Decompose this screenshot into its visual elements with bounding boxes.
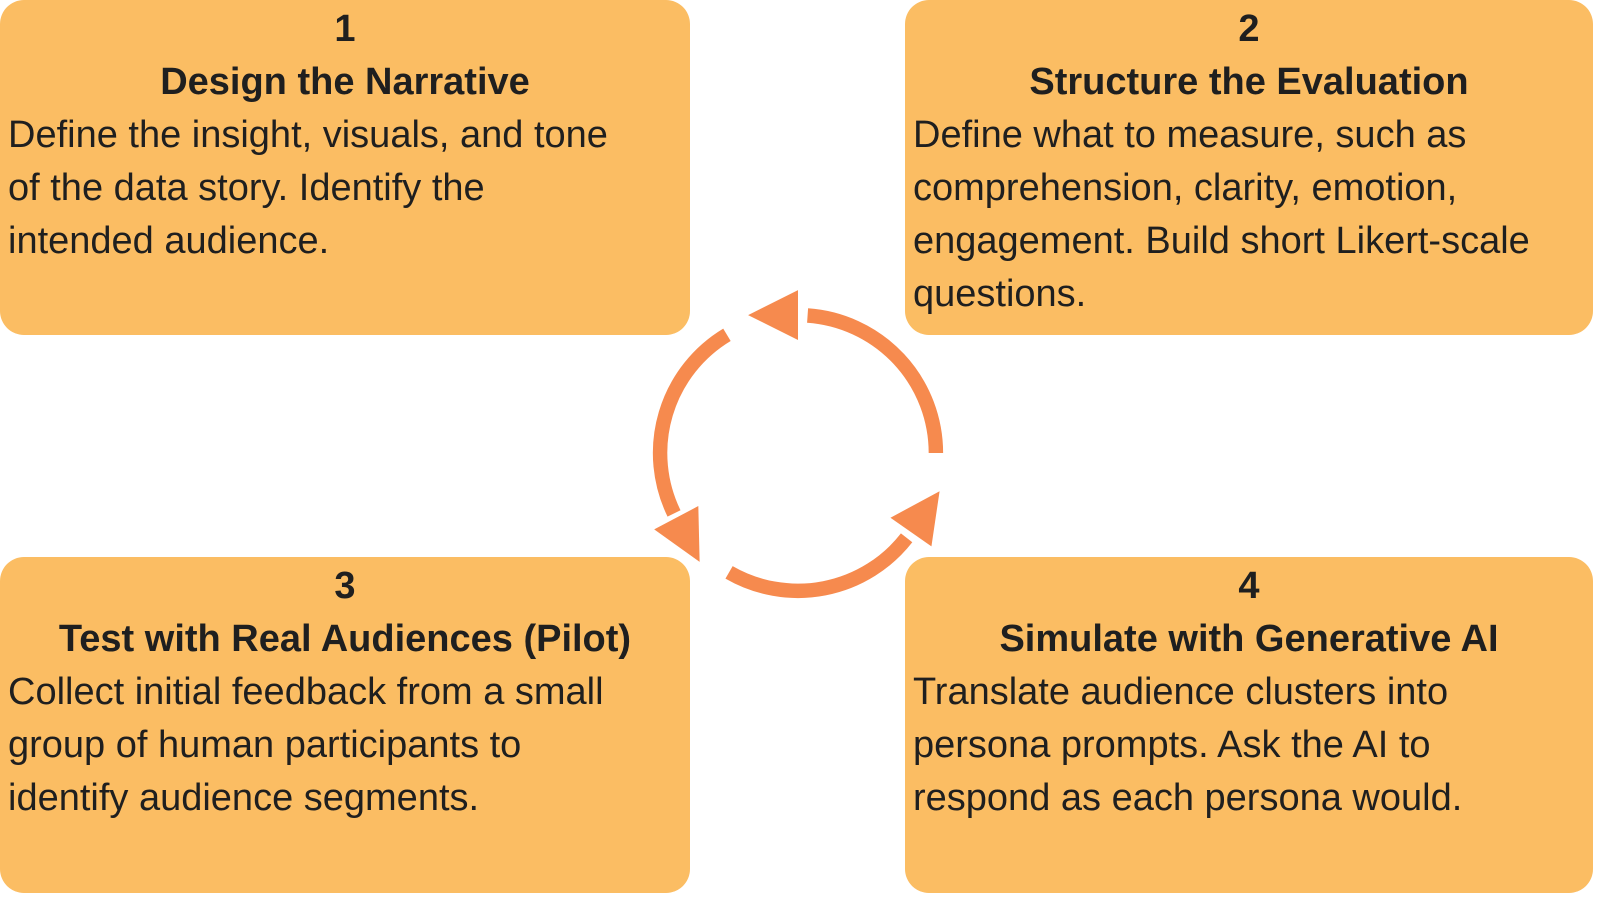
- cycle-arrows-icon: [601, 256, 995, 650]
- step-title: Simulate with Generative AI: [999, 618, 1499, 660]
- step-title: Structure the Evaluation: [1029, 61, 1469, 103]
- step-description: Translate audience clusters into persona…: [913, 671, 1463, 819]
- step-title: Design the Narrative: [160, 61, 530, 103]
- step-description: Define what to measure, such as comprehe…: [913, 114, 1530, 315]
- step-number: 2: [1238, 8, 1260, 50]
- step-card-3: 3 Test with Real Audiences (Pilot) Colle…: [0, 557, 690, 893]
- step-description: Collect initial feedback from a small gr…: [8, 671, 604, 819]
- step-card-4: 4 Simulate with Generative AI Translate …: [905, 557, 1593, 893]
- step-number: 1: [334, 8, 356, 50]
- step-title: Test with Real Audiences (Pilot): [58, 618, 632, 660]
- step-description: Define the insight, visuals, and tone of…: [8, 114, 608, 262]
- step-card-1: 1 Design the Narrative Define the insigh…: [0, 0, 690, 335]
- step-number: 4: [1238, 565, 1260, 607]
- step-number: 3: [334, 565, 356, 607]
- step-card-2: 2 Structure the Evaluation Define what t…: [905, 0, 1593, 335]
